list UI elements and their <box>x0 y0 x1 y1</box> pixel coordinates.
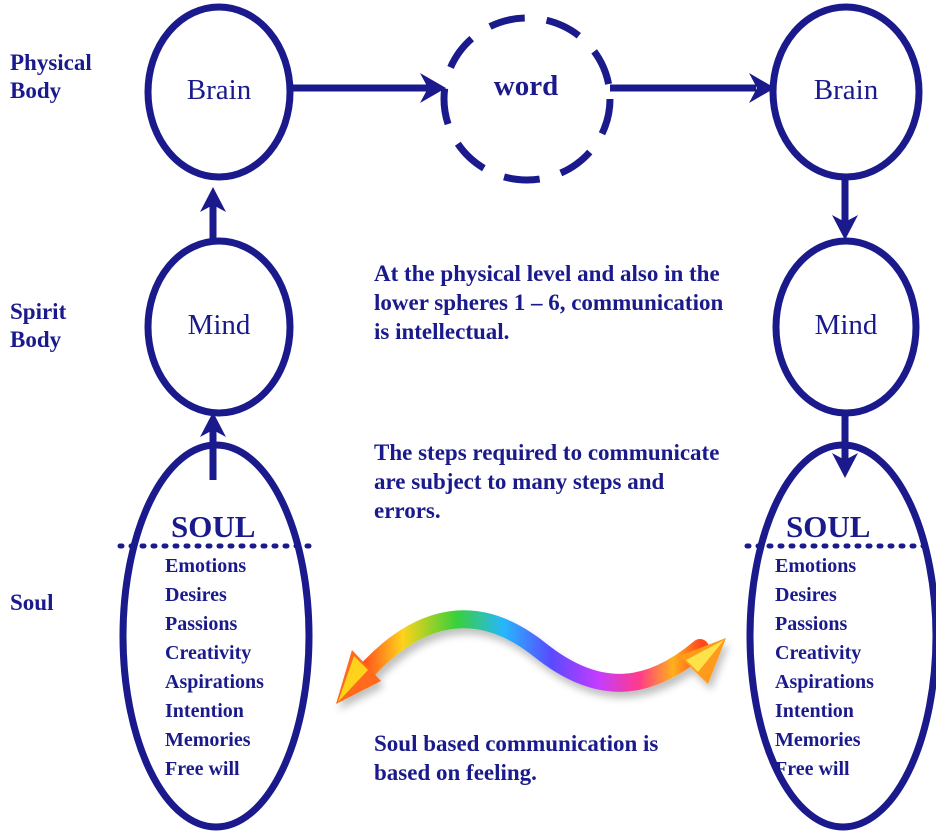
soul-right-item: Desires <box>775 584 837 606</box>
paragraph-soul-feeling: Soul based communication is based on fee… <box>374 731 659 785</box>
paragraph-intellectual: At the physical level and also in the lo… <box>374 261 724 344</box>
mind-left-node <box>144 237 294 417</box>
soul-left-title: SOUL <box>171 509 256 544</box>
row-label-spirit-body: Spirit Body <box>10 299 67 352</box>
mind-left-label: Mind <box>187 309 251 341</box>
brain-right-label: Brain <box>813 74 879 106</box>
soul-left-item: Intention <box>165 700 244 722</box>
soul-left-item: Desires <box>165 584 227 606</box>
soul-right-title: SOUL <box>786 509 871 544</box>
soul-left-item: Memories <box>165 729 251 751</box>
soul-right-item: Intention <box>775 700 854 722</box>
soul-left-item: Aspirations <box>165 671 264 693</box>
row-label-physical-body: Physical Body <box>10 50 92 103</box>
soul-right-item: Emotions <box>775 555 857 577</box>
soul-left-list: Emotions Desires Passions Creativity Asp… <box>165 552 264 784</box>
soul-right-item: Creativity <box>775 642 862 664</box>
paragraph-steps: The steps required to communicate are su… <box>374 440 720 523</box>
word-node <box>440 14 614 184</box>
word-label: word <box>493 70 559 102</box>
soul-left-item: Free will <box>165 758 240 780</box>
soul-right-item: Memories <box>775 729 861 751</box>
arrow-mind-to-brain-left <box>200 187 226 241</box>
row-label-soul: Soul <box>10 590 54 615</box>
brain-left-label: Brain <box>186 74 252 106</box>
arrow-brain-to-word <box>290 73 446 103</box>
soul-right-list: Emotions Desires Passions Creativity Asp… <box>775 552 874 784</box>
soul-left-item: Passions <box>165 613 238 635</box>
arrow-brain-to-mind-right <box>832 177 858 240</box>
soul-left-item: Creativity <box>165 642 252 664</box>
arrow-mind-to-soul-right <box>832 413 858 478</box>
soul-left-item: Emotions <box>165 555 247 577</box>
soul-right-item: Aspirations <box>775 671 874 693</box>
rainbow-double-arrow <box>336 610 726 704</box>
brain-left-node <box>144 3 294 181</box>
arrow-word-to-brain <box>610 73 775 103</box>
soul-right-item: Free will <box>775 758 850 780</box>
arrow-soul-to-mind-left <box>200 412 226 480</box>
mind-right-label: Mind <box>814 309 878 341</box>
soul-right-item: Passions <box>775 613 848 635</box>
